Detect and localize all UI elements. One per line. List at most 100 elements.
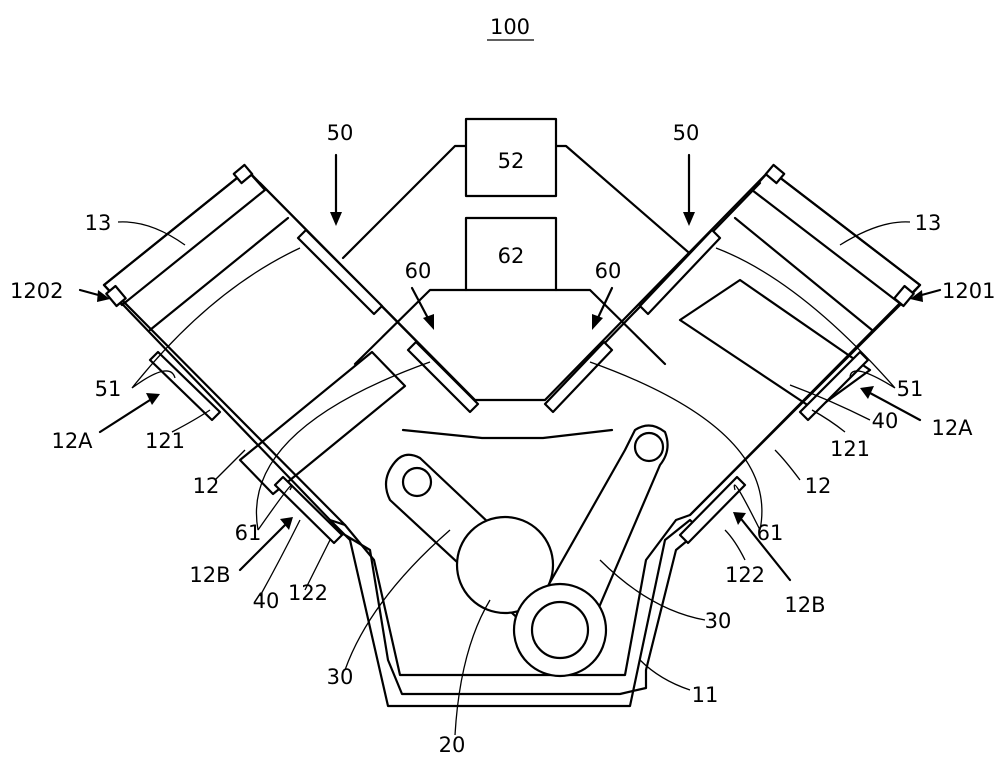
arrow-50-left-head xyxy=(330,212,342,226)
arrow-12A-right-shaft xyxy=(868,391,922,422)
leader-121-right xyxy=(811,409,846,433)
leader-61-left xyxy=(255,361,431,531)
controller-box-62 xyxy=(464,216,558,292)
arrow-60-left-shaft xyxy=(410,286,432,324)
arrow-12A-left-head xyxy=(146,393,160,405)
label-1202: 1202 xyxy=(10,279,63,303)
label-50-left: 50 xyxy=(327,121,354,145)
arrow-12B-right-shaft xyxy=(740,518,792,582)
label-30-left: 30 xyxy=(327,665,354,689)
leader-13-left xyxy=(117,221,186,246)
leader-121-left xyxy=(171,409,211,433)
label-51-left: 51 xyxy=(95,377,122,401)
label-12A-right: 12A xyxy=(931,416,973,440)
label-1201: 1201 xyxy=(942,279,995,303)
controller-box-52 xyxy=(464,117,558,198)
right-cylinder-head xyxy=(750,168,922,307)
crankshaft-disc xyxy=(455,515,555,615)
controller-label-62: 62 xyxy=(498,244,525,268)
leader-122-left xyxy=(304,539,331,591)
leader-51-right xyxy=(715,247,896,389)
left-valley-coil-upper xyxy=(296,228,384,316)
arrow-60-right-head xyxy=(592,314,603,330)
arrow-50-right-head xyxy=(683,212,695,226)
label-122-left: 122 xyxy=(288,581,328,605)
figure-number: 100 xyxy=(490,15,530,39)
arrow-60-left-head xyxy=(423,314,434,330)
label-50-right: 50 xyxy=(673,121,700,145)
crank-pin-inner xyxy=(530,600,590,660)
right-head-inner xyxy=(733,216,874,332)
left-head-inner xyxy=(148,216,290,332)
arrow-1202-head xyxy=(97,290,110,302)
wire-62-right xyxy=(554,288,667,366)
right-valley-coil-upper xyxy=(638,228,722,316)
label-40-left: 40 xyxy=(253,589,280,613)
label-30-right: 30 xyxy=(705,609,732,633)
left-valley-coil-lower xyxy=(406,340,480,414)
leader-20 xyxy=(454,599,491,736)
inner-valley xyxy=(401,428,614,440)
label-40-right: 40 xyxy=(872,409,899,433)
right-rod-pin xyxy=(633,431,665,463)
label-61-left: 61 xyxy=(235,521,262,545)
label-122-right: 122 xyxy=(725,563,765,587)
leader-30-right xyxy=(599,559,706,621)
left-cylinder-head xyxy=(102,168,267,307)
label-61-right: 61 xyxy=(757,521,784,545)
tab-1201 xyxy=(893,284,915,308)
leader-40-right xyxy=(789,384,871,421)
right-lower-coil-61 xyxy=(678,475,747,545)
crankcase-housing xyxy=(328,518,702,708)
left-lower-coil-61 xyxy=(273,475,344,545)
label-121-left: 121 xyxy=(145,429,185,453)
right-piston xyxy=(678,278,872,412)
left-piston xyxy=(238,350,407,496)
label-60-right: 60 xyxy=(595,259,622,283)
wire-52-right xyxy=(554,144,697,260)
label-20: 20 xyxy=(439,733,466,757)
arrow-12B-left-shaft xyxy=(238,523,287,572)
leader-40-left xyxy=(259,519,301,597)
arrow-12B-right-head xyxy=(733,512,746,525)
leader-122-right xyxy=(724,529,746,561)
leader-30-left xyxy=(344,529,451,671)
cylinder-block-outline xyxy=(102,168,922,677)
label-121-right: 121 xyxy=(830,437,870,461)
right-upper-coil-51 xyxy=(798,350,870,422)
label-51-right: 51 xyxy=(897,377,924,401)
left-cylinder-wall-outer xyxy=(118,296,347,527)
crank-pin-outer xyxy=(512,582,608,678)
controller-label-52: 52 xyxy=(498,149,525,173)
left-upper-coil-51 xyxy=(148,350,222,422)
wire-52-left xyxy=(341,144,468,260)
leader-12-left xyxy=(214,449,246,481)
leader-51-left xyxy=(131,247,301,389)
leader-61-right xyxy=(589,361,763,531)
right-valley-coil-lower xyxy=(543,340,614,414)
left-rod-pin xyxy=(401,466,433,498)
arrow-60-right-shaft xyxy=(594,286,614,324)
tab-top-right xyxy=(764,163,786,185)
label-12B-right: 12B xyxy=(784,593,825,617)
label-12A-left: 12A xyxy=(51,429,93,453)
arrow-12B-left-head xyxy=(280,517,293,530)
tab-top-left xyxy=(232,163,254,185)
label-12B-left: 12B xyxy=(189,563,230,587)
label-13-left: 13 xyxy=(85,211,112,235)
leader-12-right xyxy=(774,449,801,481)
label-12-right: 12 xyxy=(805,474,832,498)
wire-62-left xyxy=(353,288,468,366)
arrow-12A-left-shaft xyxy=(98,398,152,434)
label-13-right: 13 xyxy=(915,211,942,235)
label-11: 11 xyxy=(692,683,719,707)
tab-1202 xyxy=(105,284,127,308)
right-cylinder-wall-outer xyxy=(688,296,907,517)
arrow-1201-head xyxy=(910,290,923,302)
arrow-12A-right-head xyxy=(860,386,874,399)
leader-13-right xyxy=(839,221,911,246)
label-60-left: 60 xyxy=(405,259,432,283)
label-12-left: 12 xyxy=(193,474,220,498)
leader-11 xyxy=(639,659,691,691)
